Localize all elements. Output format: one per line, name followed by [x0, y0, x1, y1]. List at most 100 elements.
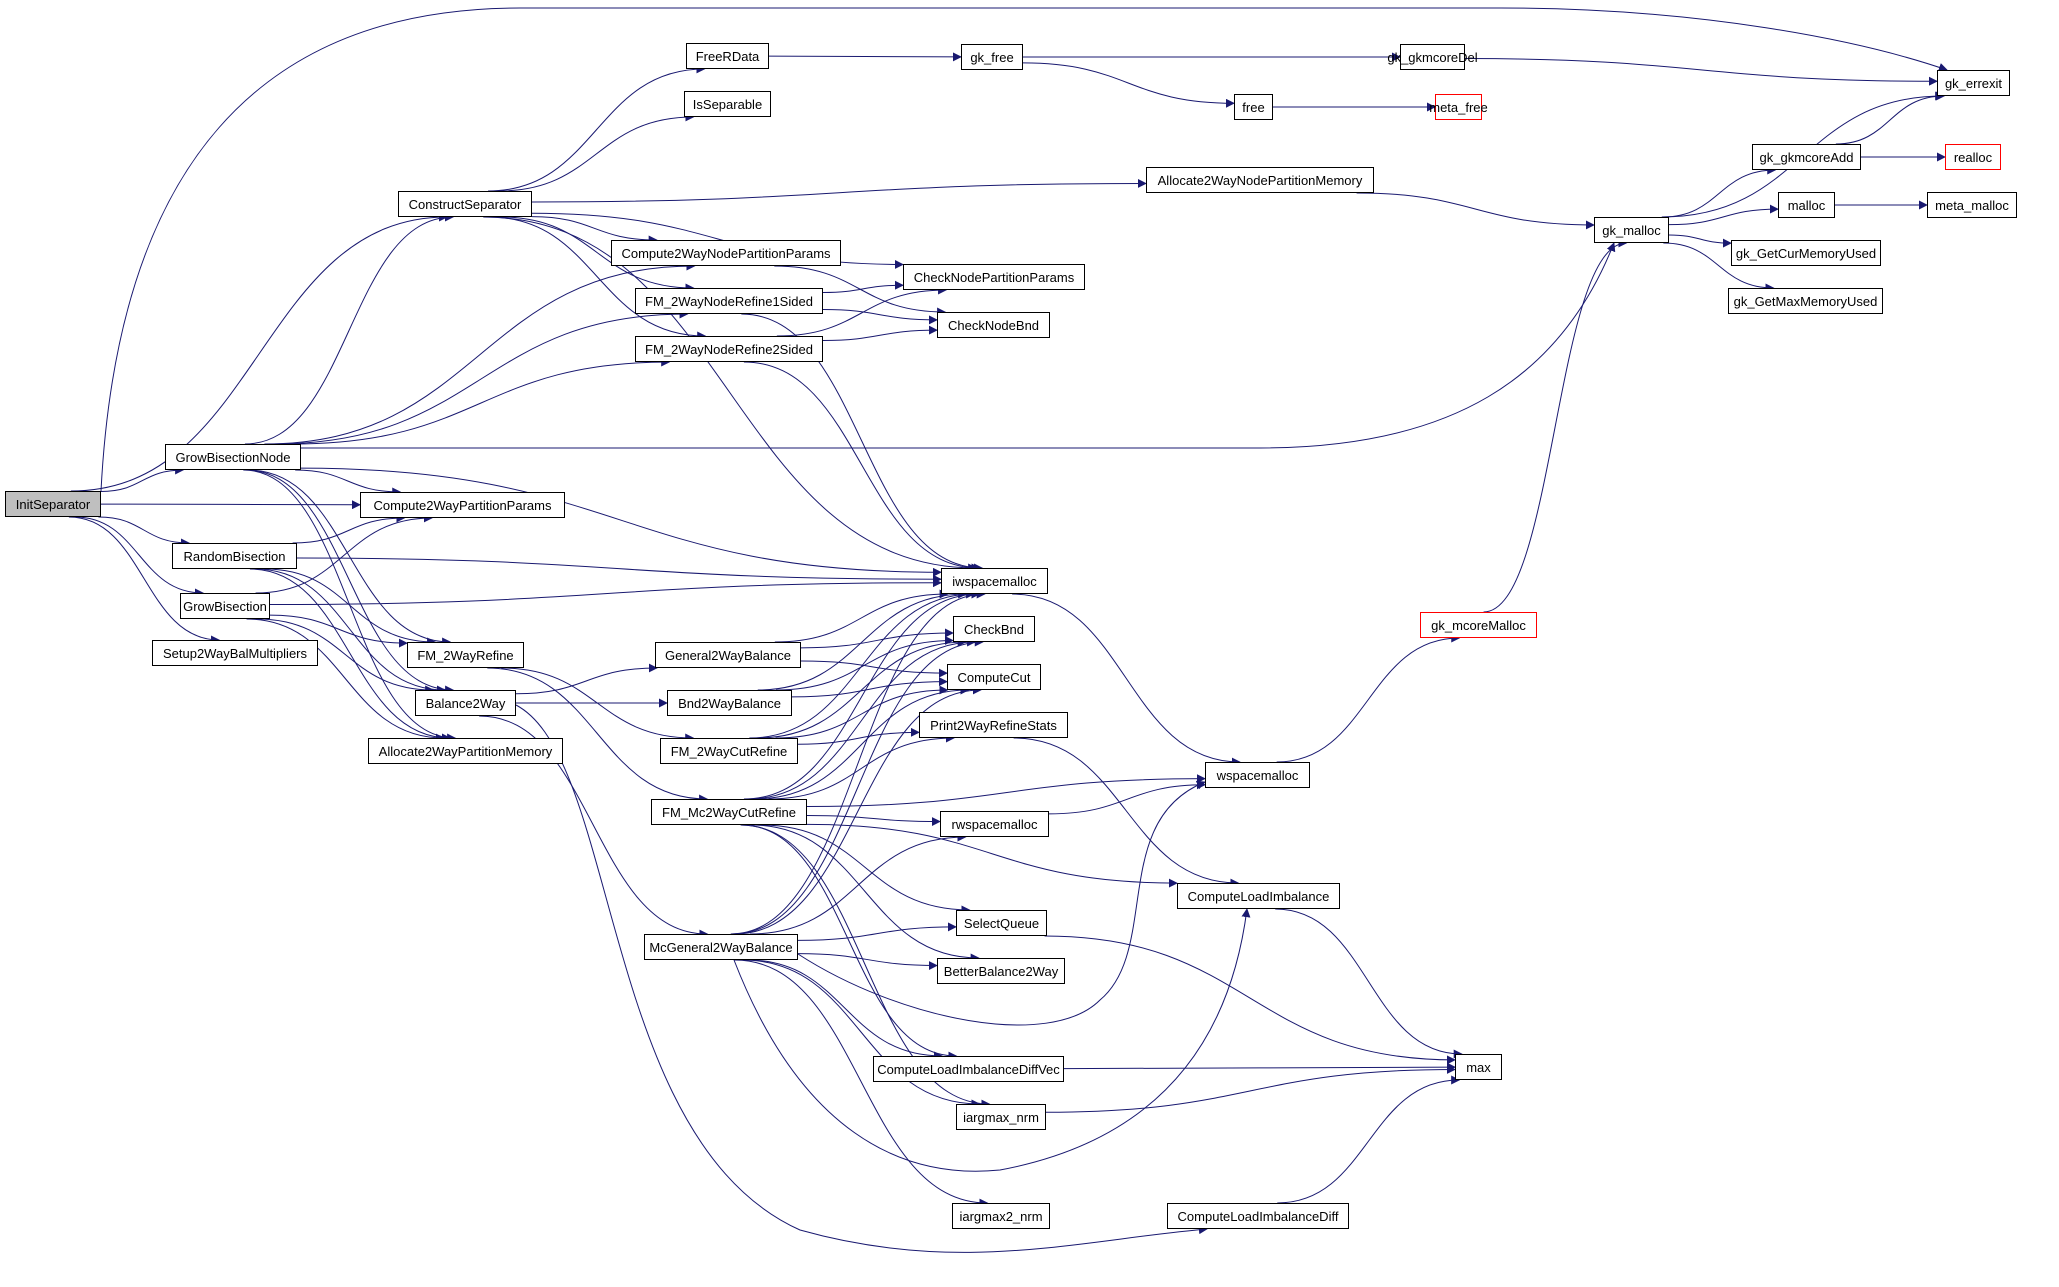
node-compute-cut[interactable]: ComputeCut [947, 664, 1041, 690]
node-general2-way-balance[interactable]: General2WayBalance [655, 642, 801, 668]
node-allocate2-way-node-partition-memory[interactable]: Allocate2WayNodePartitionMemory [1146, 167, 1374, 193]
node-compute2-way-node-partition-params[interactable]: Compute2WayNodePartitionParams [611, 240, 841, 266]
edge-gk-malloc-to-malloc [1668, 204, 1779, 226]
node-check-node-partition-params[interactable]: CheckNodePartitionParams [903, 264, 1085, 290]
edge-random-bisection-to-allocate2-way-partition-memory [249, 568, 451, 743]
edge-gk-gkmcore-add-to-gk-errexit [1835, 91, 1946, 145]
edge-fm-mc2-way-cut-refine-to-print2-way-refine-stats [768, 733, 955, 800]
edge-rwspacemalloc-to-wspacemalloc [1048, 780, 1206, 815]
edge-select-queue-to-max [1044, 935, 1456, 1065]
edge-init-separator-to-construct-separator [70, 212, 449, 492]
edge-wspacemalloc-to-gk-mcore-malloc [1276, 633, 1461, 763]
edge-gk-mcore-malloc-to-gk-malloc [1483, 238, 1628, 613]
edge-grow-bisection-node-to-balance2-way [245, 469, 455, 695]
node-gk-gkmcore-del[interactable]: gk_gkmcoreDel [1387, 44, 1478, 70]
edge-gk-free-to-free [1022, 62, 1235, 108]
node-gk-get-max-memory-used[interactable]: gk_GetMaxMemoryUsed [1728, 288, 1883, 314]
node-is-separable[interactable]: IsSeparable [684, 91, 771, 117]
node-print2-way-refine-stats[interactable]: Print2WayRefineStats [919, 712, 1068, 738]
edge-fm-2-way-node-refine1-sided-to-check-node-partition-params [822, 280, 904, 293]
node-gk-get-cur-memory-used[interactable]: gk_GetCurMemoryUsed [1731, 240, 1881, 266]
node-gk-gkmcore-add[interactable]: gk_gkmcoreAdd [1752, 144, 1861, 170]
edge-construct-separator-to-iwspacemalloc [483, 216, 978, 573]
node-select-queue[interactable]: SelectQueue [956, 910, 1047, 936]
node-compute-load-imbalance[interactable]: ComputeLoadImbalance [1177, 883, 1340, 909]
edge-mc-general2-way-balance-to-compute-load-imbalance [733, 908, 1251, 1172]
node-fm-2-way-node-refine1-sided[interactable]: FM_2WayNodeRefine1Sided [635, 288, 823, 314]
edge-fm-2-way-node-refine2-sided-to-iwspacemalloc [743, 361, 981, 573]
edge-fm-2-way-cut-refine-to-compute-cut [775, 685, 949, 739]
node-rwspacemalloc[interactable]: rwspacemalloc [940, 811, 1049, 837]
node-gk-malloc[interactable]: gk_malloc [1594, 217, 1669, 243]
node-grow-bisection-node[interactable]: GrowBisectionNode [165, 444, 301, 470]
node-construct-separator[interactable]: ConstructSeparator [398, 191, 532, 217]
node-mc-general2-way-balance[interactable]: McGeneral2WayBalance [644, 934, 798, 960]
node-fm-mc2-way-cut-refine[interactable]: FM_Mc2WayCutRefine [651, 799, 807, 825]
node-wspacemalloc[interactable]: wspacemalloc [1205, 762, 1310, 788]
edge-compute-load-imbalance-diff-vec-to-max [1063, 1062, 1456, 1072]
edge-allocate2-way-node-partition-memory-to-gk-malloc [1356, 192, 1595, 230]
edge-grow-bisection-node-to-compute2-way-partition-params [295, 469, 402, 497]
edge-grow-bisection-node-to-compute2-way-node-partition-params [264, 261, 696, 445]
edge-grow-bisection-to-balance2-way [257, 618, 435, 695]
node-bnd2-way-balance[interactable]: Bnd2WayBalance [667, 690, 792, 716]
node-max[interactable]: max [1455, 1054, 1502, 1080]
node-gk-errexit[interactable]: gk_errexit [1937, 70, 2010, 96]
node-meta-malloc[interactable]: meta_malloc [1927, 192, 2017, 218]
edge-fm-2-way-cut-refine-to-print2-way-refine-stats [797, 727, 920, 745]
node-gk-mcore-malloc[interactable]: gk_mcoreMalloc [1420, 612, 1537, 638]
edge-gk-malloc-to-gk-gkmcore-add [1662, 165, 1777, 218]
edge-grow-bisection-node-to-gk-malloc [301, 242, 1616, 449]
edge-gk-malloc-to-gk-get-max-memory-used [1663, 242, 1775, 293]
edge-construct-separator-to-compute2-way-node-partition-params [531, 216, 658, 245]
edge-init-separator-to-grow-bisection-node [100, 465, 185, 492]
node-fm-2-way-refine[interactable]: FM_2WayRefine [407, 642, 524, 668]
node-iargmax2-nrm[interactable]: iargmax2_nrm [952, 1203, 1050, 1229]
node-compute-load-imbalance-diff-vec[interactable]: ComputeLoadImbalanceDiffVec [873, 1056, 1064, 1082]
edge-fm-mc2-way-cut-refine-to-rwspacemalloc [806, 815, 941, 827]
node-meta-free[interactable]: meta_free [1429, 94, 1488, 120]
node-balance2-way[interactable]: Balance2Way [415, 690, 516, 716]
node-better-balance2-way[interactable]: BetterBalance2Way [937, 958, 1065, 984]
edge-init-separator-to-grow-bisection [74, 516, 204, 598]
node-allocate2-way-partition-memory[interactable]: Allocate2WayPartitionMemory [368, 738, 563, 764]
edge-fm-mc2-way-cut-refine-to-compute-load-imbalance [806, 823, 1178, 888]
node-free-rdata[interactable]: FreeRData [686, 43, 769, 69]
node-init-separator[interactable]: InitSeparator [5, 491, 101, 517]
edge-construct-separator-to-is-separable [499, 112, 695, 192]
edge-balance2-way-to-general2-way-balance [515, 663, 658, 695]
edge-mc-general2-way-balance-to-compute-load-imbalance-diff-vec [747, 959, 944, 1061]
node-check-node-bnd[interactable]: CheckNodeBnd [937, 312, 1050, 338]
edge-compute-load-imbalance-diff-to-max [1277, 1075, 1461, 1204]
edge-fm-mc2-way-cut-refine-to-compute-cut [754, 685, 970, 800]
edge-grow-bisection-node-to-fm-2-way-node-refine2-sided [292, 357, 671, 445]
node-gk-free[interactable]: gk_free [961, 44, 1023, 70]
node-free[interactable]: free [1234, 94, 1273, 120]
edge-init-separator-to-setup2-way-bal-multipliers [68, 516, 221, 645]
node-check-bnd[interactable]: CheckBnd [953, 616, 1035, 642]
node-setup2-way-bal-multipliers[interactable]: Setup2WayBalMultipliers [152, 640, 318, 666]
edge-general2-way-balance-to-check-bnd [800, 628, 954, 649]
edge-mc-general2-way-balance-to-select-queue [797, 922, 957, 941]
node-iargmax-nrm[interactable]: iargmax_nrm [956, 1104, 1046, 1130]
node-grow-bisection[interactable]: GrowBisection [180, 593, 270, 619]
edge-mc-general2-way-balance-to-check-bnd [732, 637, 984, 935]
edge-bnd2-way-balance-to-check-bnd [775, 635, 954, 691]
node-random-bisection[interactable]: RandomBisection [172, 543, 297, 569]
node-fm-2-way-cut-refine[interactable]: FM_2WayCutRefine [660, 738, 798, 764]
edge-init-separator-to-compute2-way-partition-params [100, 500, 361, 510]
edge-fm-mc2-way-cut-refine-to-select-queue [760, 824, 971, 915]
node-iwspacemalloc[interactable]: iwspacemalloc [941, 568, 1048, 594]
edge-print2-way-refine-stats-to-compute-load-imbalance [1013, 737, 1240, 888]
edge-mc-general2-way-balance-to-iargmax2-nrm [734, 959, 989, 1208]
edge-compute-load-imbalance-to-max [1275, 908, 1463, 1059]
node-compute2-way-partition-params[interactable]: Compute2WayPartitionParams [360, 492, 565, 518]
edge-mc-general2-way-balance-to-wspacemalloc [797, 780, 1206, 1026]
edge-iargmax-nrm-to-max [1045, 1064, 1456, 1113]
node-realloc[interactable]: realloc [1945, 144, 2001, 170]
node-compute-load-imbalance-diff[interactable]: ComputeLoadImbalanceDiff [1167, 1203, 1349, 1229]
node-fm-2-way-node-refine2-sided[interactable]: FM_2WayNodeRefine2Sided [635, 336, 823, 362]
node-malloc[interactable]: malloc [1778, 192, 1835, 218]
edge-grow-bisection-to-iwspacemalloc [269, 578, 942, 606]
